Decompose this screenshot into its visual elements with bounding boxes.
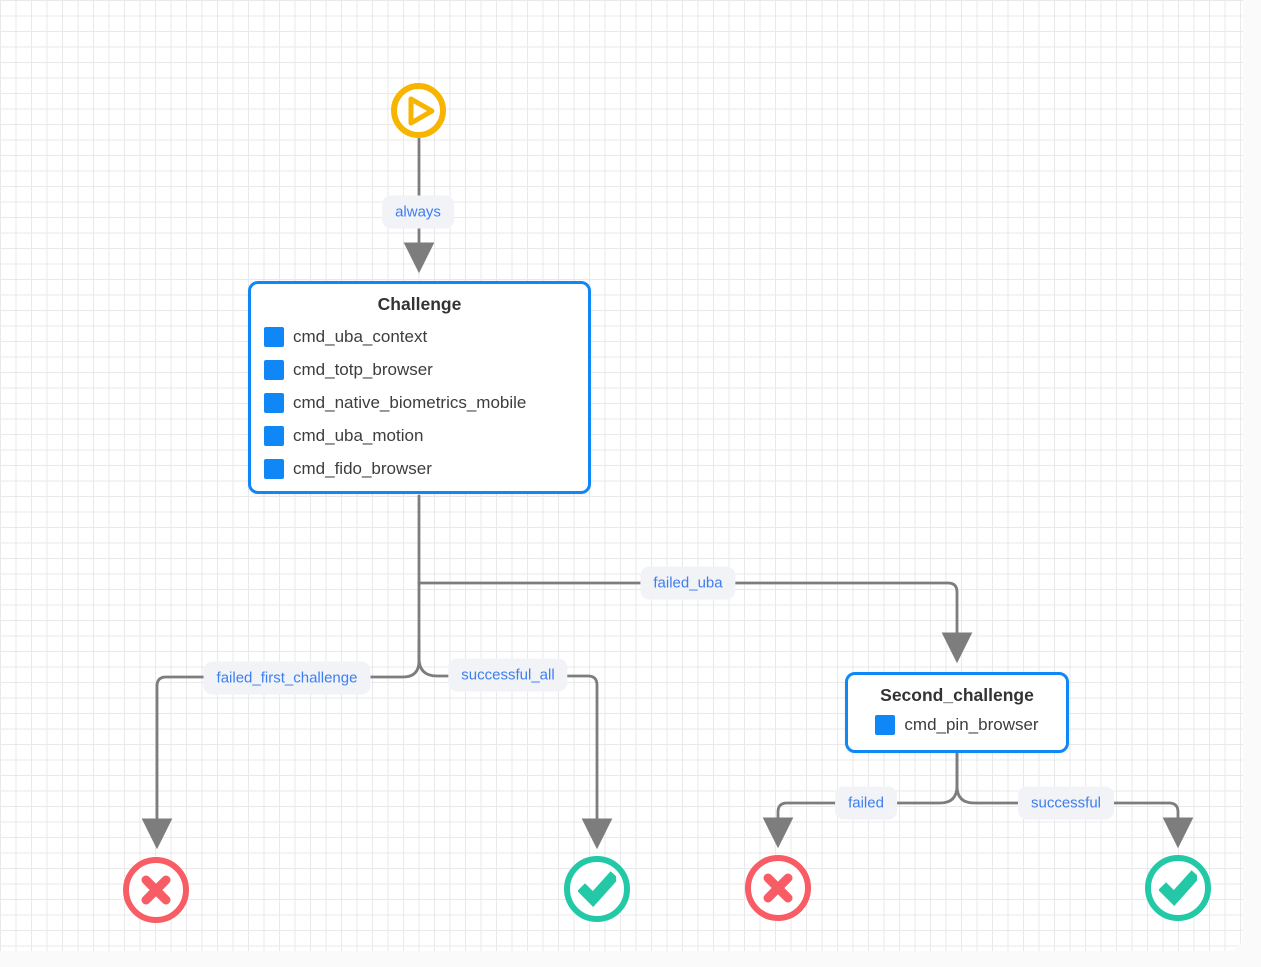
command-label: cmd_fido_browser bbox=[293, 458, 432, 478]
end-node-success-left[interactable] bbox=[564, 856, 630, 922]
play-icon bbox=[408, 96, 434, 125]
command-icon bbox=[264, 359, 284, 380]
command-item[interactable]: cmd_uba_motion bbox=[264, 419, 578, 452]
command-icon bbox=[264, 458, 284, 479]
command-item[interactable]: cmd_fido_browser bbox=[264, 452, 578, 485]
command-item[interactable]: cmd_pin_browser bbox=[875, 708, 1039, 741]
command-list: cmd_pin_browser bbox=[848, 706, 1066, 747]
command-label: cmd_totp_browser bbox=[293, 359, 433, 379]
cross-icon bbox=[763, 873, 793, 903]
command-label: cmd_native_biometrics_mobile bbox=[293, 392, 527, 412]
command-icon bbox=[264, 326, 284, 347]
command-icon bbox=[875, 714, 896, 735]
edge-failed-uba[interactable] bbox=[417, 581, 973, 664]
start-node[interactable] bbox=[391, 83, 446, 138]
node-second-challenge[interactable]: Second_challenge cmd_pin_browser bbox=[845, 672, 1069, 753]
node-challenge[interactable]: Challenge cmd_uba_context cmd_totp_brows… bbox=[248, 281, 591, 494]
cross-icon bbox=[141, 875, 171, 905]
end-node-success-right[interactable] bbox=[1145, 855, 1211, 921]
edge-label-successful-all[interactable]: successful_all bbox=[448, 658, 568, 692]
end-node-failure-right[interactable] bbox=[745, 855, 811, 921]
node-title: Challenge bbox=[377, 294, 462, 314]
command-item[interactable]: cmd_uba_context bbox=[264, 320, 578, 353]
command-list: cmd_uba_context cmd_totp_browser cmd_nat… bbox=[251, 315, 588, 491]
edge-label-always[interactable]: always bbox=[382, 195, 454, 229]
node-title: Second_challenge bbox=[880, 685, 1034, 705]
edge-label-failed[interactable]: failed bbox=[835, 786, 897, 820]
command-item[interactable]: cmd_totp_browser bbox=[264, 353, 578, 386]
check-icon bbox=[1159, 870, 1197, 906]
command-icon bbox=[264, 425, 284, 446]
grid-background bbox=[0, 0, 1243, 951]
end-node-failure-left[interactable] bbox=[123, 857, 189, 923]
check-icon bbox=[578, 871, 616, 907]
command-item[interactable]: cmd_native_biometrics_mobile bbox=[264, 386, 578, 419]
command-label: cmd_pin_browser bbox=[904, 714, 1039, 734]
edge-label-failed-first-challenge[interactable]: failed_first_challenge bbox=[203, 661, 371, 695]
command-icon bbox=[264, 392, 284, 413]
command-label: cmd_uba_motion bbox=[293, 425, 424, 445]
edge-label-successful[interactable]: successful bbox=[1017, 786, 1115, 820]
edge-label-failed-uba[interactable]: failed_uba bbox=[640, 566, 736, 600]
command-label: cmd_uba_context bbox=[293, 326, 428, 346]
